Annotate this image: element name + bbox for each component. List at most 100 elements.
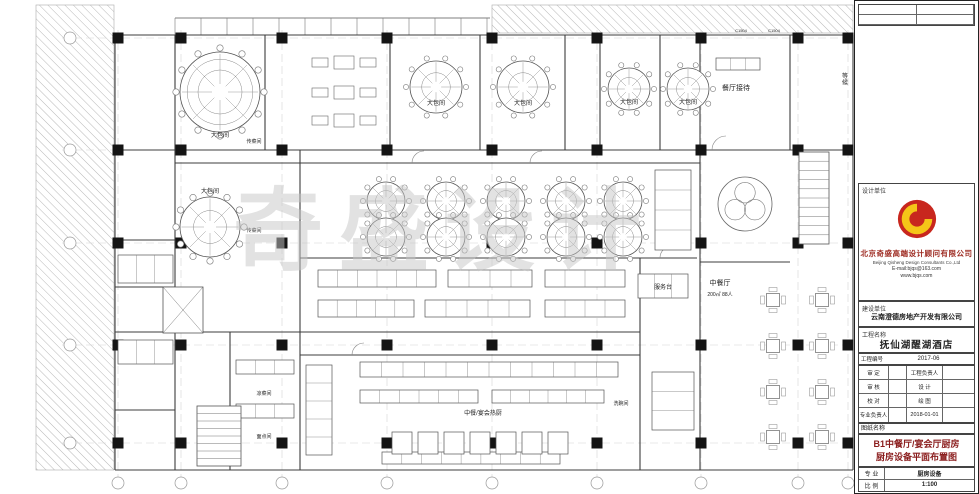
- chair: [408, 101, 415, 108]
- chair: [364, 184, 371, 191]
- signature-cell: [889, 394, 907, 407]
- plan-label: 等候: [842, 72, 848, 87]
- chair: [178, 66, 186, 74]
- chair: [223, 252, 231, 260]
- company-website: www.bjqs.com: [900, 273, 933, 279]
- grid-bubble: [275, 476, 289, 490]
- table-spoke: [690, 91, 703, 104]
- chair: [597, 198, 603, 204]
- chair: [570, 176, 577, 183]
- chair: [364, 247, 371, 254]
- chair: [206, 189, 214, 197]
- sofa: [311, 115, 329, 126]
- table-spoke: [448, 203, 459, 214]
- chair: [526, 234, 532, 240]
- chair: [408, 66, 415, 73]
- chair: [809, 387, 814, 397]
- column: [842, 437, 854, 449]
- chair: [495, 212, 502, 219]
- chair: [760, 432, 765, 442]
- chair: [442, 112, 449, 119]
- column: [112, 237, 124, 249]
- approval-label: 专业负责人: [859, 408, 889, 422]
- chair: [480, 198, 486, 204]
- revision-cell: [916, 5, 974, 15]
- drawing-title-line1: B1中餐厅/宴会厅厨房: [873, 439, 960, 449]
- chair: [390, 255, 397, 262]
- chair: [420, 234, 426, 240]
- chair: [254, 110, 262, 118]
- approval-label: 审 核: [859, 380, 889, 393]
- door-swing: [711, 135, 727, 151]
- chair: [601, 220, 608, 227]
- approval-label: 校 对: [859, 394, 889, 407]
- chair: [529, 55, 536, 62]
- chair: [177, 206, 185, 214]
- column: [842, 32, 854, 44]
- table-spoke: [673, 74, 686, 87]
- table-spoke: [690, 74, 703, 87]
- drawing-title: B1中餐厅/宴会厅厨房 厨房设备平面布置图: [858, 434, 975, 467]
- table-top: [815, 385, 829, 399]
- square-table: [760, 379, 786, 405]
- approval-row: 审 定 工程负责人: [859, 366, 974, 380]
- chair: [424, 247, 431, 254]
- table-spoke: [508, 203, 519, 214]
- chair: [605, 71, 612, 78]
- table-spoke: [493, 203, 504, 214]
- round-table: [403, 55, 469, 119]
- chair: [710, 86, 716, 92]
- chair: [664, 71, 671, 78]
- drawing-title-line2: 厨房设备平面布置图: [875, 452, 957, 462]
- table-spoke: [610, 224, 621, 235]
- grid-bubble: [63, 31, 77, 45]
- chair: [364, 220, 371, 227]
- chair: [601, 247, 608, 254]
- chair: [612, 255, 619, 262]
- chair: [401, 220, 408, 227]
- table-spoke: [388, 239, 399, 250]
- table-spoke: [433, 188, 444, 199]
- grid-bubble: [694, 476, 708, 490]
- kitchen-equipment: [424, 299, 531, 318]
- column: [175, 32, 187, 44]
- sofa: [311, 57, 329, 68]
- plan-label: 凉菜间: [256, 390, 271, 397]
- chair: [768, 424, 778, 429]
- plan-label: 面点间: [256, 433, 271, 440]
- signature-cell: [889, 408, 907, 422]
- company-logo: [859, 198, 974, 245]
- table-spoke: [388, 188, 399, 199]
- planter-circle: [717, 176, 773, 232]
- chair: [510, 255, 517, 262]
- table-spoke: [553, 203, 564, 214]
- column: [112, 144, 124, 156]
- chair: [638, 247, 645, 254]
- project-number-value: 2017-06: [917, 356, 940, 362]
- plan-label: 大包间: [201, 187, 219, 195]
- planter-leaf: [724, 199, 746, 221]
- square-table: [809, 333, 835, 359]
- chair: [406, 234, 412, 240]
- chair: [360, 198, 366, 204]
- table-top: [766, 293, 780, 307]
- table-spoke: [189, 206, 206, 223]
- chair: [466, 234, 472, 240]
- column: [842, 339, 854, 351]
- chair: [172, 88, 180, 96]
- chair: [544, 184, 551, 191]
- chair: [555, 212, 562, 219]
- chair: [817, 287, 827, 292]
- chair: [817, 333, 827, 338]
- table-spoke: [388, 224, 399, 235]
- column: [381, 437, 393, 449]
- table-spoke: [610, 188, 621, 199]
- chair: [817, 400, 827, 405]
- column: [842, 144, 854, 156]
- grid-bubble: [791, 476, 805, 490]
- chair: [461, 211, 468, 218]
- table-top: [815, 293, 829, 307]
- chair: [260, 88, 268, 96]
- chair: [360, 234, 366, 240]
- signature-cell: [943, 366, 974, 379]
